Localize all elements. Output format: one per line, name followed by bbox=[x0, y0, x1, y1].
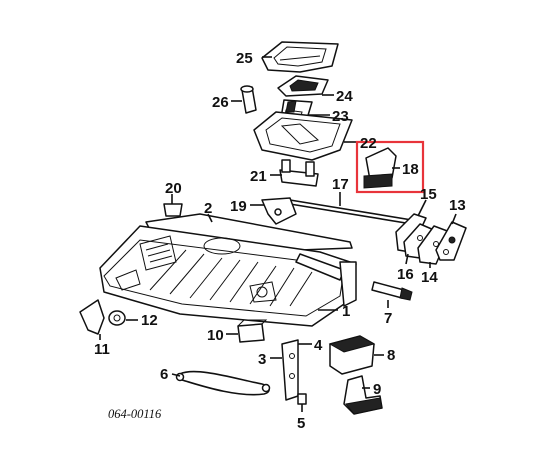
part-22-console bbox=[253, 111, 353, 161]
callout-5: 5 bbox=[297, 415, 305, 432]
part-7-pin bbox=[371, 281, 413, 301]
callout-17: 17 bbox=[332, 176, 349, 193]
part-11-clip bbox=[79, 299, 105, 335]
callout-1: 1 bbox=[342, 303, 350, 320]
part-9-foot-bracket bbox=[343, 375, 383, 415]
part-13-plate bbox=[435, 221, 467, 261]
callout-22: 22 bbox=[360, 135, 377, 152]
leader-16 bbox=[405, 253, 409, 265]
callout-12: 12 bbox=[141, 312, 158, 329]
part-17-rod bbox=[284, 198, 425, 227]
leader-15 bbox=[417, 199, 427, 217]
part-25-frame bbox=[261, 41, 339, 73]
callout-25: 25 bbox=[236, 50, 253, 67]
callout-20: 20 bbox=[165, 180, 182, 197]
part-4-bracket bbox=[281, 339, 299, 401]
part-8-box bbox=[328, 335, 376, 375]
callout-4: 4 bbox=[314, 337, 323, 354]
part-24-bezel bbox=[277, 75, 329, 97]
callout-2: 2 bbox=[204, 200, 212, 217]
callout-3: 3 bbox=[258, 351, 266, 368]
callout-19: 19 bbox=[230, 198, 247, 215]
callout-14: 14 bbox=[421, 269, 438, 286]
callout-16: 16 bbox=[397, 266, 414, 283]
part-12-grommet bbox=[108, 310, 126, 326]
callout-10: 10 bbox=[207, 327, 224, 344]
part-18-bracket bbox=[363, 147, 397, 189]
part-21-bracket bbox=[279, 159, 319, 187]
callout-18: 18 bbox=[402, 161, 419, 178]
callout-15: 15 bbox=[420, 186, 437, 203]
callout-13: 13 bbox=[449, 197, 466, 214]
part-5-stud bbox=[297, 393, 307, 412]
callout-26: 26 bbox=[212, 94, 229, 111]
part-10-block bbox=[237, 319, 268, 343]
part-19-hinge bbox=[261, 197, 297, 225]
leader-6 bbox=[171, 373, 181, 377]
callout-7: 7 bbox=[384, 310, 392, 327]
callout-21: 21 bbox=[250, 168, 267, 185]
callout-11: 11 bbox=[94, 341, 110, 358]
part-20-clip bbox=[163, 203, 183, 217]
part-1-floor-panel bbox=[99, 225, 357, 327]
callout-24: 24 bbox=[336, 88, 353, 105]
callout-23: 23 bbox=[332, 108, 349, 125]
part-26-knob bbox=[240, 85, 257, 114]
callout-6: 6 bbox=[160, 366, 168, 383]
highlight-box-18 bbox=[355, 140, 425, 194]
leader-2 bbox=[207, 213, 213, 223]
leader-13 bbox=[451, 213, 457, 225]
drawing-code: 064-00116 bbox=[108, 407, 162, 421]
callout-8: 8 bbox=[387, 347, 395, 364]
part-6-cable bbox=[175, 370, 271, 396]
callout-9: 9 bbox=[373, 381, 381, 398]
